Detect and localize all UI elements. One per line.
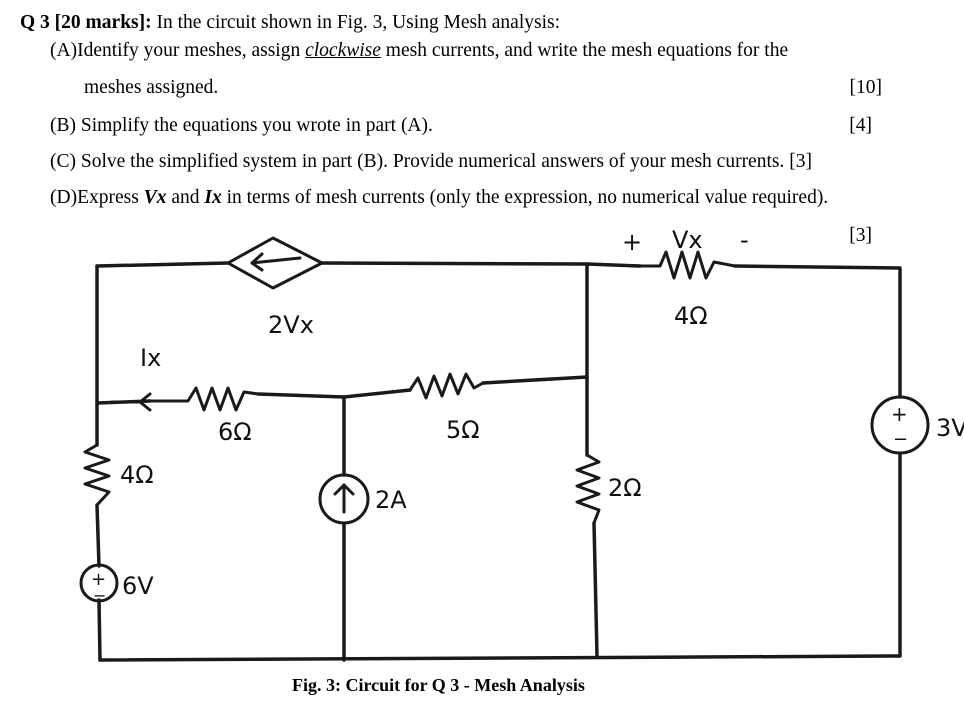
label-2a: 2A xyxy=(375,486,407,514)
part-d: (D)Express Vx and Ix in terms of mesh cu… xyxy=(50,187,828,209)
current-source-circle xyxy=(318,473,370,525)
question-marks: [20 marks]: xyxy=(54,12,152,33)
label-vx-minus: - xyxy=(740,226,749,254)
current-source-arrow xyxy=(333,483,355,514)
part-d-text: (D)Express xyxy=(50,187,144,208)
resistor-2ohm xyxy=(575,453,601,525)
part-d-marks: [3] xyxy=(849,225,872,246)
resistor-4ohm-left xyxy=(83,443,111,507)
part-a-emphasis: clockwise xyxy=(305,40,381,61)
resistor-4ohm-top xyxy=(638,250,737,280)
part-b-marks: [4] xyxy=(849,115,872,136)
label-vx: Vx xyxy=(672,226,703,254)
part-b: (B) Simplify the equations you wrote in … xyxy=(50,115,433,136)
label-4ohm-left: 4Ω xyxy=(120,461,154,489)
ix-arrow xyxy=(110,392,152,412)
part-a: (A)Identify your meshes, assign clockwis… xyxy=(50,40,788,62)
part-d-text-end: in terms of mesh currents (only the expr… xyxy=(221,187,829,208)
dependent-source-arrow xyxy=(250,252,302,272)
wire-top-mid xyxy=(320,261,642,268)
label-3v-minus: − xyxy=(893,429,908,450)
part-c: (C) Solve the simplified system in part … xyxy=(50,151,812,172)
part-a-text-end: mesh currents, and write the mesh equati… xyxy=(380,40,789,61)
part-a-continued: meshes assigned. xyxy=(84,77,219,98)
label-2ohm: 2Ω xyxy=(608,474,642,502)
voltage-source-3v-circle xyxy=(870,395,930,455)
wire-left-mid xyxy=(95,503,101,568)
wire-top-left xyxy=(95,261,230,268)
wire-right-vertical-bottom xyxy=(592,521,599,658)
label-3v: 3V xyxy=(936,414,964,442)
wire-left-bottom xyxy=(97,598,102,662)
part-a-marks: [10] xyxy=(849,77,883,98)
question-number: Q 3 xyxy=(20,12,50,33)
label-vx-plus: + xyxy=(622,228,642,256)
part-a-label: (A) xyxy=(50,40,78,61)
wire-top-right xyxy=(733,264,902,399)
wire-bottom xyxy=(98,453,902,662)
label-6v-minus: − xyxy=(93,586,106,605)
label-6ohm: 6Ω xyxy=(218,418,252,446)
label-6v-plus: + xyxy=(91,569,106,590)
dependent-source-diamond xyxy=(226,236,324,290)
label-4ohm-top: 4Ω xyxy=(674,302,708,330)
resistor-5ohm xyxy=(408,372,485,400)
voltage-source-6v-circle xyxy=(79,563,119,603)
part-a-text: Identify your meshes, assign xyxy=(77,40,306,61)
label-3v-plus: + xyxy=(891,402,908,426)
wire-mid-b xyxy=(481,375,589,385)
label-ix: Ix xyxy=(140,344,161,372)
label-6v: 6V xyxy=(122,572,154,600)
part-d-vx: Vx xyxy=(143,187,167,208)
question-intro: In the circuit shown in Fig. 3, Using Me… xyxy=(151,12,561,33)
part-d-ix: Ix xyxy=(204,187,222,208)
figure-caption: Fig. 3: Circuit for Q 3 - Mesh Analysis xyxy=(292,675,585,695)
label-5ohm: 5Ω xyxy=(446,416,480,444)
part-d-and: and xyxy=(166,187,205,208)
wire-mid-a xyxy=(256,388,412,399)
question-title: Q 3 [20 marks]: In the circuit shown in … xyxy=(20,12,560,34)
label-2vx: 2Vx xyxy=(268,311,314,339)
resistor-6ohm xyxy=(148,386,260,412)
